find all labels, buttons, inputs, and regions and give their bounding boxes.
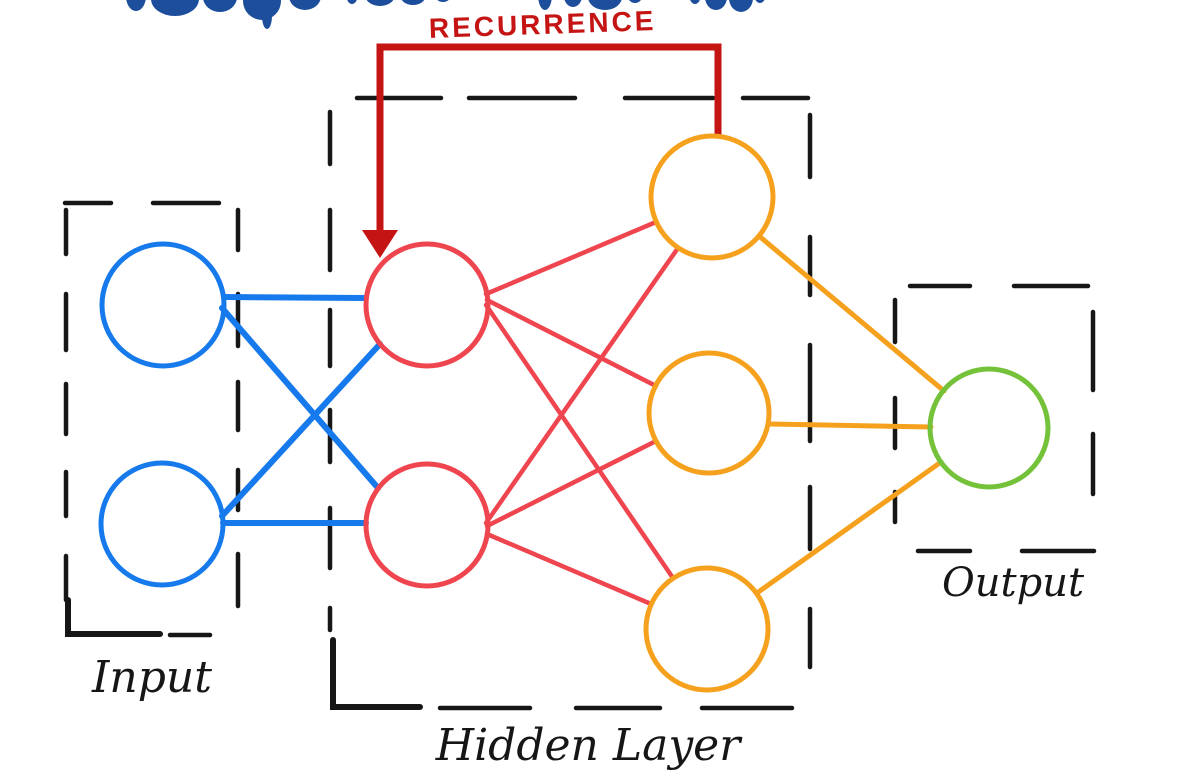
hidden-orange-nodes — [643, 133, 776, 693]
context-node-3 — [643, 565, 771, 693]
input-nodes — [98, 241, 227, 588]
clipped-title-strokes — [126, 0, 765, 29]
input-layer-label: Input — [91, 652, 212, 703]
hidden-node-2 — [363, 461, 491, 589]
recurrence-arrow — [362, 43, 722, 258]
output-layer-box — [892, 283, 1103, 554]
hidden-layer-box — [327, 95, 813, 711]
orange-to-output-edges — [754, 233, 947, 596]
input-node-1 — [99, 241, 227, 369]
input-layer-box — [62, 200, 241, 638]
context-node-2 — [646, 350, 772, 476]
hidden-node-1 — [363, 241, 491, 369]
red-to-orange-edges — [483, 219, 681, 607]
context-node-1 — [648, 133, 776, 261]
output-layer-label: Output — [942, 560, 1085, 606]
recurrence-label: RECURRENCE — [428, 5, 657, 44]
input-node-2 — [98, 460, 226, 588]
hidden-red-nodes — [363, 241, 491, 589]
arrowhead-down-icon — [362, 230, 398, 258]
output-node — [927, 366, 1051, 490]
hidden-layer-label: Hidden Layer — [435, 720, 743, 771]
input-to-hidden-edges — [219, 294, 383, 526]
